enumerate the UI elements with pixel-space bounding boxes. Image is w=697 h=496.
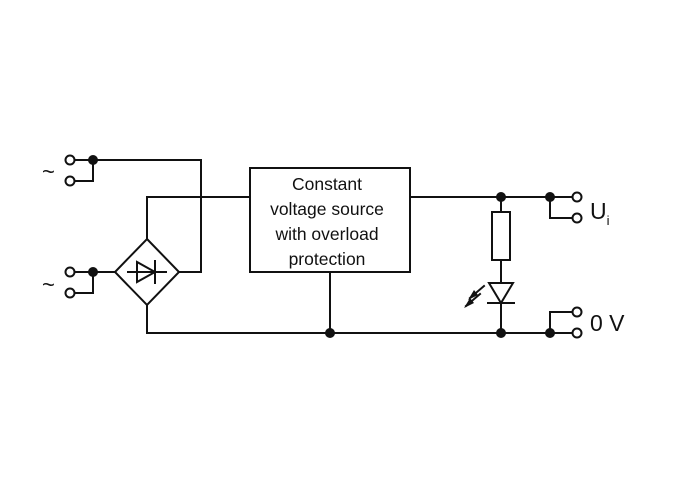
output-positive-label-sub: i (607, 213, 610, 228)
input-2-ac-symbol: ~ (42, 272, 55, 297)
input-1-terminal-b (64, 175, 76, 187)
output-positive-terminal-a (571, 191, 583, 203)
output-negative-label: 0 V (590, 310, 625, 336)
input-1-terminal-group (64, 154, 202, 187)
input-1-ac-symbol: ~ (42, 159, 55, 184)
input-1-terminal-a (64, 154, 76, 166)
junction-input-1 (88, 155, 98, 165)
output-negative-terminal-b (571, 327, 583, 339)
output-positive-terminal-group (549, 191, 583, 224)
output-negative-terminal-a (571, 306, 583, 318)
light-emission-arrows-icon (464, 284, 486, 308)
wire-ac-to-bridge (178, 159, 202, 273)
wire-output-positive-bridge (549, 196, 573, 219)
input-2-terminal-a (64, 266, 76, 278)
led-icon (487, 282, 515, 305)
box-line-1: Constant (292, 174, 362, 194)
output-positive-label-main: U (590, 198, 607, 224)
box-line-3: with overload (274, 224, 378, 244)
junction-input-2 (88, 267, 98, 277)
wire-input-1-bridge (75, 159, 94, 182)
output-positive-label: Ui (590, 198, 610, 228)
wire-output-negative-bridge (549, 311, 573, 334)
input-2-terminal-group (64, 266, 116, 299)
wire-input-2-bridge (75, 271, 94, 294)
output-positive-terminal-b (571, 212, 583, 224)
input-2-terminal-b (64, 287, 76, 299)
diode-icon (127, 260, 167, 284)
resistor-icon (491, 211, 511, 261)
rectifier-bridge (113, 196, 181, 334)
output-negative-terminal-group (549, 306, 583, 339)
box-line-4: protection (289, 249, 366, 269)
junction-ground-box (325, 328, 335, 338)
box-line-2: voltage source (270, 199, 384, 219)
